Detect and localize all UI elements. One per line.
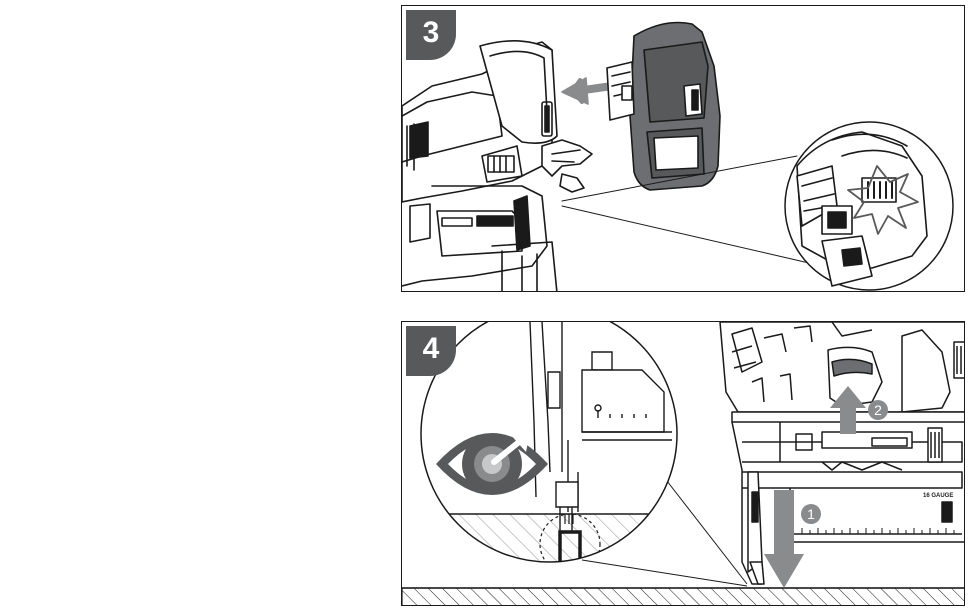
spark-icon [847, 165, 919, 235]
staple-icon [558, 530, 582, 562]
arrow-up-icon [830, 386, 866, 434]
nailer-tool [402, 40, 593, 291]
callout-1 [801, 504, 821, 524]
zoom-circle-content [421, 322, 677, 562]
step-3-panel: 3 [401, 5, 965, 292]
callout-2-number: 2 [874, 402, 882, 418]
arrow-down-icon [764, 490, 804, 588]
step-4-illustration: 16 GAUGE 1 2 [402, 322, 964, 605]
step-3-number: 3 [422, 16, 440, 49]
floor-surface [402, 587, 964, 605]
stapler-tool [719, 322, 964, 585]
callout-1-number: 1 [807, 506, 815, 522]
gauge-label: 16 GAUGE [923, 493, 953, 499]
step-3-illustration [402, 21, 954, 291]
battery-pack [606, 21, 721, 191]
step-4-badge: 4 [406, 326, 456, 376]
step-4-number: 4 [422, 332, 440, 365]
step-4-panel: 4 [401, 321, 965, 606]
eye-icon [436, 432, 548, 495]
step-3-badge: 3 [406, 10, 456, 60]
callout-2 [868, 400, 888, 420]
